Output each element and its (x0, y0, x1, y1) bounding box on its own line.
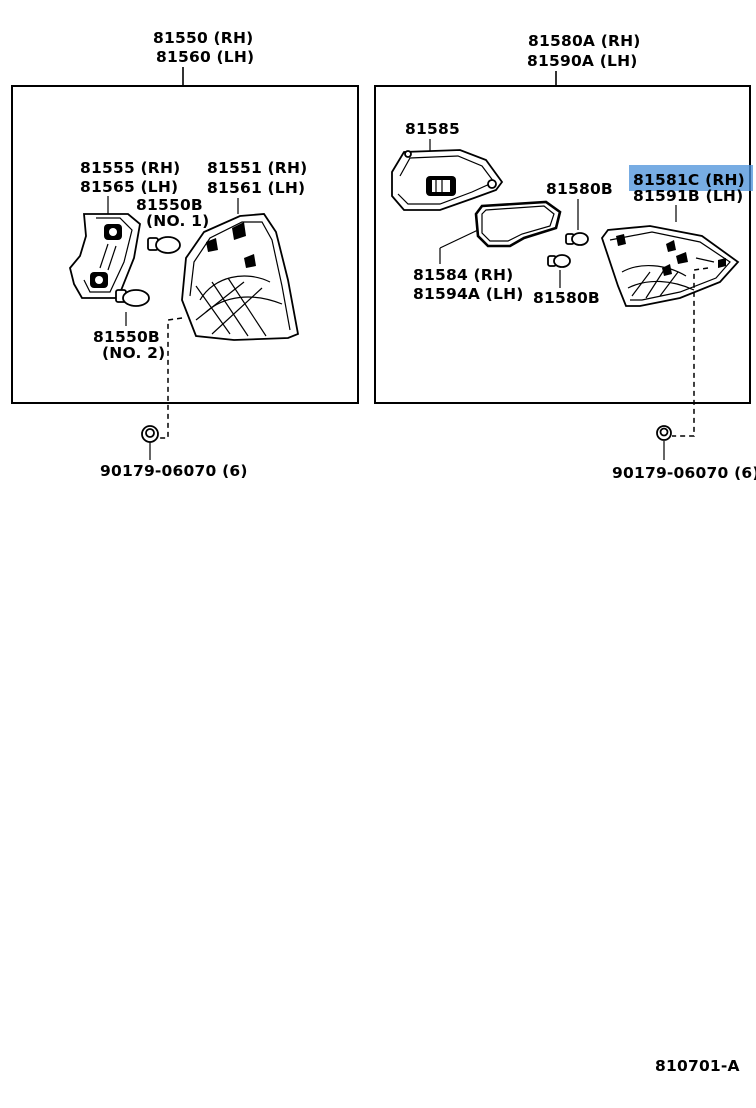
left-nut-drawing (141, 425, 159, 460)
left-lens-lh-label[interactable]: 81561 (LH) (207, 179, 305, 197)
right-lens-lh-label[interactable]: 81591B (LH) (633, 187, 743, 205)
right-housing-drawing (391, 149, 504, 211)
right-nut-label[interactable]: 90179-06070 (6) (612, 464, 756, 482)
right-assembly-box (374, 85, 751, 404)
right-gasket-drawing (474, 200, 562, 248)
right-lens-rh-label[interactable]: 81581C (RH) (633, 171, 745, 189)
left-socket-lh-label[interactable]: 81565 (LH) (80, 178, 178, 196)
left-bulb-no2-label[interactable]: 81550B (93, 328, 160, 346)
right-lens-drawing (600, 225, 740, 307)
left-bulb-no2-drawing (115, 289, 150, 307)
left-bulb-no1-drawing (147, 236, 181, 254)
right-part-lh-label[interactable]: 81590A (LH) (527, 52, 638, 70)
right-gasket-rh-label[interactable]: 81584 (RH) (413, 266, 513, 284)
right-bulb-lower-drawing (547, 254, 571, 268)
left-assembly: 81550 (RH) 81560 (LH) 81555 (RH) 81565 (… (11, 29, 359, 480)
left-bulb-no1-note: (NO. 1) (146, 212, 209, 230)
right-bulb-lower-label[interactable]: 81580B (533, 289, 600, 307)
left-lens-rh-label[interactable]: 81551 (RH) (207, 159, 307, 177)
left-lens-drawing (181, 213, 300, 341)
left-part-rh-label[interactable]: 81550 (RH) (153, 29, 253, 47)
right-bulb-upper-drawing (565, 232, 589, 246)
left-part-lh-label[interactable]: 81560 (LH) (156, 48, 254, 66)
diagram-id: 810701-A (655, 1057, 740, 1075)
left-bulb-no1-label[interactable]: 81550B (136, 196, 203, 214)
right-nut-drawing (656, 425, 672, 460)
left-nut-label[interactable]: 90179-06070 (6) (100, 462, 248, 480)
right-assembly: 81580A (RH) 81590A (LH) 81585 81580B 815… (374, 32, 756, 482)
right-housing-label[interactable]: 81585 (405, 120, 460, 138)
left-bulb-no2-note: (NO. 2) (102, 344, 165, 362)
highlight-box (629, 165, 753, 191)
right-gasket-lh-label[interactable]: 81594A (LH) (413, 285, 524, 303)
right-bulb-upper-label[interactable]: 81580B (546, 180, 613, 198)
right-part-rh-label[interactable]: 81580A (RH) (528, 32, 641, 50)
left-assembly-box (11, 85, 359, 404)
left-socket-drawing (69, 213, 141, 299)
left-socket-rh-label[interactable]: 81555 (RH) (80, 159, 180, 177)
